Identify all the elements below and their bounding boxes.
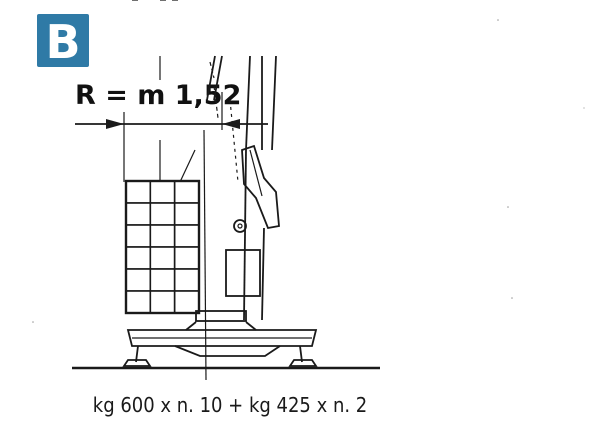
load-caption: kg 600 x n. 10 + kg 425 x n. 2	[93, 393, 367, 417]
badge-letter: B	[45, 15, 80, 69]
load-block	[125, 202, 152, 226]
load-block	[149, 202, 176, 226]
crane-mast	[159, 55, 277, 321]
counterweight	[225, 249, 261, 297]
load-outline	[124, 179, 201, 315]
load-block	[125, 224, 152, 248]
load-block	[173, 290, 200, 314]
load-block	[149, 268, 176, 292]
section-badge: B	[37, 14, 89, 69]
load-block	[149, 224, 176, 248]
badge-background	[37, 14, 89, 67]
radius-arrow-right	[222, 119, 240, 129]
load-block	[149, 246, 176, 270]
load-block	[125, 268, 152, 292]
load-block	[125, 180, 152, 204]
load-block	[173, 246, 200, 270]
center-line	[203, 129, 207, 381]
load-block	[173, 268, 200, 292]
crane-arm-linkage	[233, 144, 280, 233]
radius-arrow-left	[106, 119, 124, 129]
crane-base	[126, 310, 318, 357]
load-block	[149, 180, 176, 204]
load-block	[149, 290, 176, 314]
load-stack	[124, 179, 201, 315]
load-block	[173, 202, 200, 226]
load-block	[173, 180, 200, 204]
scan-specks	[32, 19, 585, 323]
radius-label: R = m 1,52	[75, 80, 241, 111]
outriggers	[122, 345, 318, 367]
load-block	[125, 246, 152, 270]
load-block	[125, 290, 152, 314]
load-block	[173, 224, 200, 248]
radius-dimension: R = m 1,52	[75, 80, 268, 182]
